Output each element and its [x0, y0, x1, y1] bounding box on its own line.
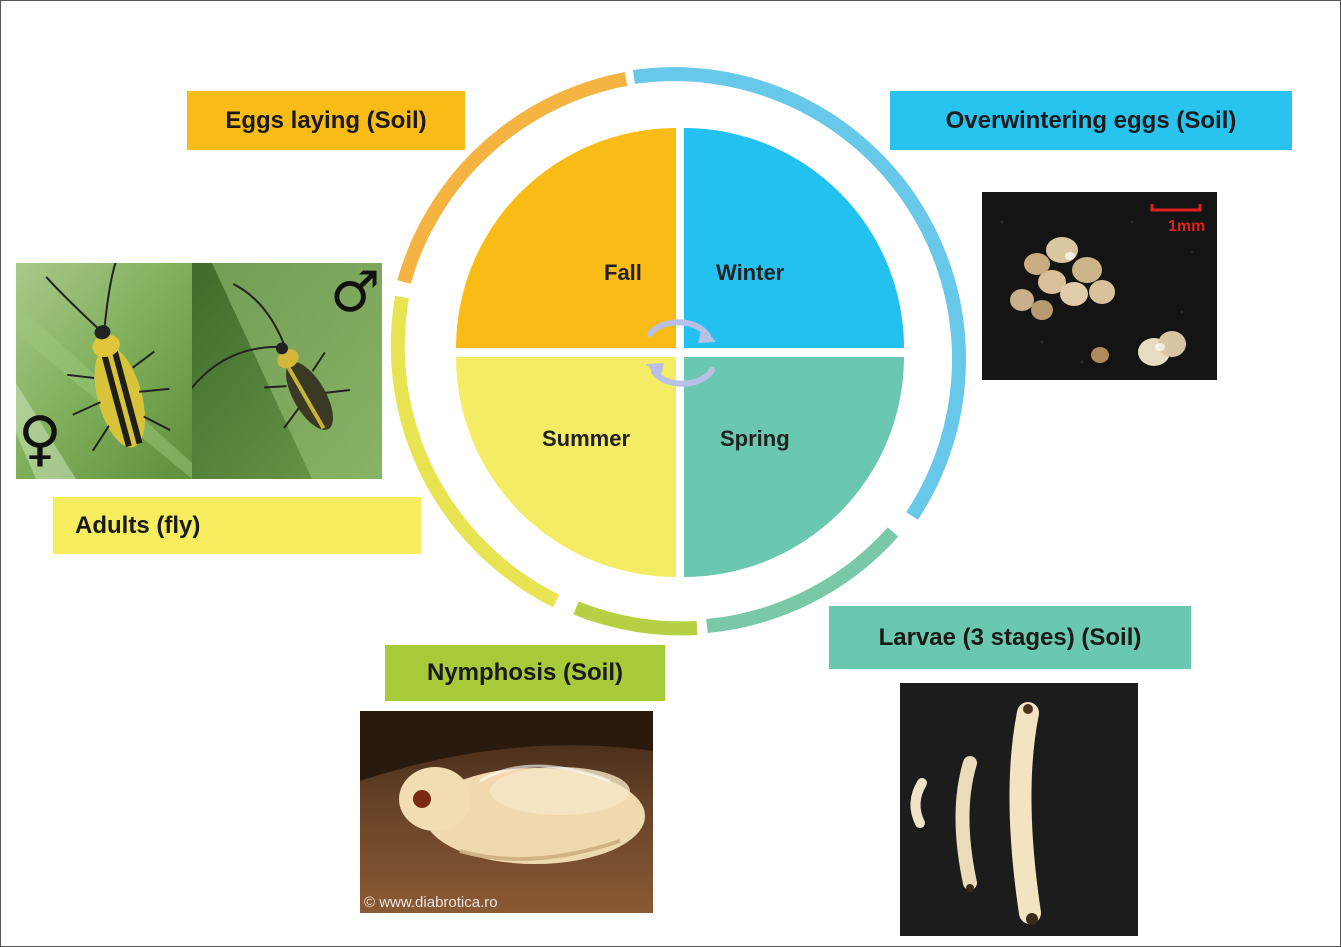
outer-ring: [398, 74, 959, 628]
photo-adult-female: ♀: [16, 263, 192, 479]
scale-bar-label: 1mm: [1168, 218, 1205, 236]
stage-label-nymphosis: Nymphosis (Soil): [385, 645, 665, 701]
female-symbol-icon: ♀: [18, 409, 62, 469]
photo-nymphosis: © www.diabrotica.ro: [360, 711, 653, 913]
season-label-summer: Summer: [542, 426, 630, 451]
season-label-fall: Fall: [604, 260, 642, 285]
quadrant-summer: [456, 357, 676, 577]
quadrant-fall: [456, 128, 676, 348]
photo-overwintering-eggs: 1mm: [982, 192, 1217, 380]
stage-label-eggs-laying: Eggs laying (Soil): [187, 91, 465, 150]
stage-label-overwintering-eggs: Overwintering eggs (Soil): [890, 91, 1292, 150]
photo-adult-male: ♂: [192, 263, 382, 479]
ring-segment-nymphosis: [576, 608, 697, 628]
stage-label-larvae: Larvae (3 stages) (Soil): [829, 606, 1191, 669]
photo-larvae: [900, 683, 1138, 936]
quadrant-spring: [684, 357, 904, 577]
season-label-spring: Spring: [720, 426, 790, 451]
season-label-winter: Winter: [716, 260, 785, 285]
male-symbol-icon: ♂: [330, 265, 380, 321]
stage-label-adults: Adults (fly): [53, 497, 421, 554]
photo-watermark: © www.diabrotica.ro: [364, 894, 498, 911]
cycle-arrows-icon: [646, 322, 716, 384]
